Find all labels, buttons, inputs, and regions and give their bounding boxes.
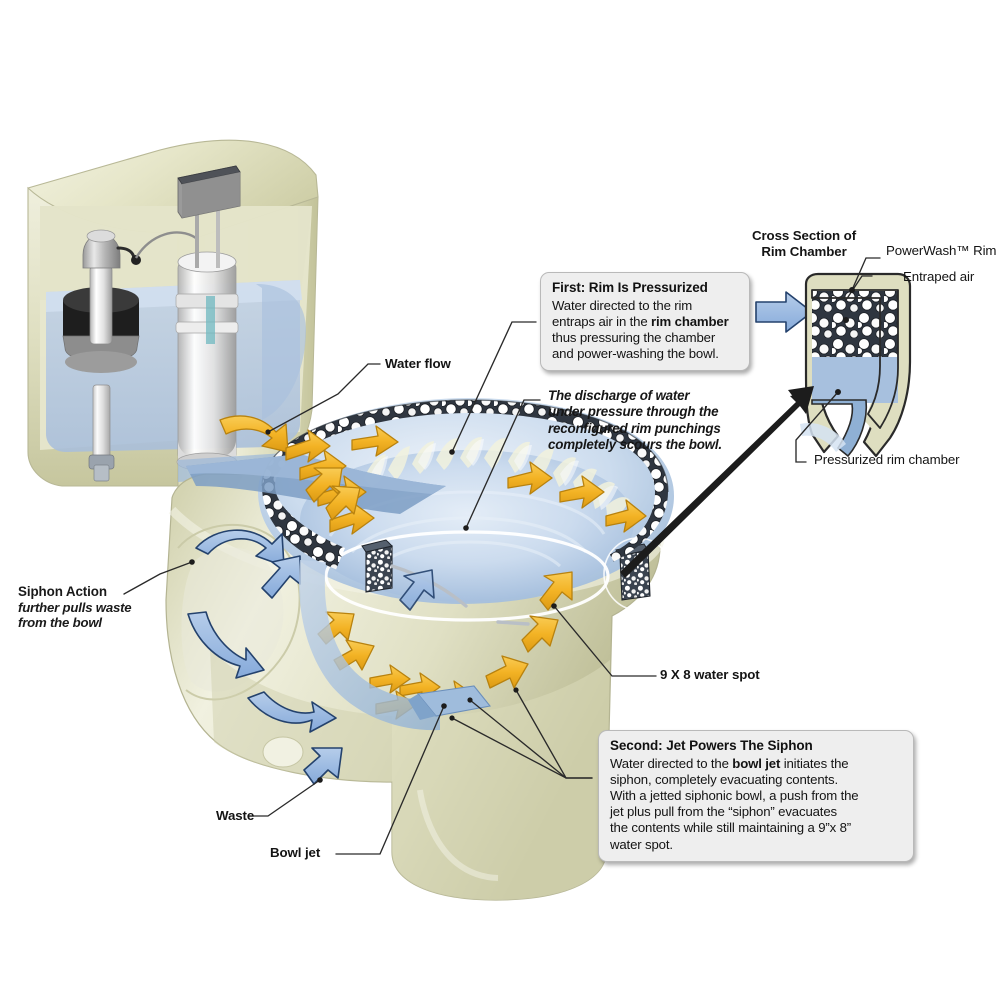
label-powerwash-rim: PowerWash™ Rim: [886, 243, 997, 258]
callout-first-rim-is-pressurized: First: Rim Is Pressurized Water directed…: [540, 272, 750, 372]
label-water-spot: 9 X 8 water spot: [660, 667, 760, 682]
callout-second-line2: siphon, completely evacuating contents.: [610, 771, 839, 787]
label-pressurized-rim-chamber: Pressurized rim chamber: [814, 452, 960, 467]
label-siphon-action-title: Siphon Action: [18, 584, 107, 599]
note-discharge-line4: completely scours the bowl.: [548, 437, 722, 453]
label-siphon-action-line1: further pulls waste: [18, 600, 132, 615]
rim-punch-window-left: [361, 539, 393, 593]
fill-valve-assembly: [62, 229, 197, 482]
callout-first-line1: Water directed to the rim: [552, 297, 693, 313]
label-entraped-air: Entraped air: [903, 269, 975, 284]
callout-second-line4: jet plus pull from the “siphon” evacuate…: [610, 804, 837, 820]
callout-second-jet-powers-the-siphon: Second: Jet Powers The Siphon Water dire…: [598, 730, 914, 862]
leader-line-dots: [189, 287, 855, 783]
callout-second-line3: With a jetted siphonic bowl, a push from…: [610, 787, 859, 803]
callout-first-line2-pre: entraps air in the: [552, 313, 652, 329]
note-discharge-line1: The discharge of water: [548, 388, 690, 403]
note-discharge-line3: reconfigured rim punchings: [548, 420, 721, 436]
callout-first-rim-chamber: rim chamber: [651, 313, 729, 329]
callout-second-line5: the contents while still maintaining a 9…: [610, 820, 852, 836]
trapway-water: [299, 560, 440, 731]
callout-first-heading: First: Rim Is Pressurized: [552, 280, 708, 295]
callout-second-line6: water spot.: [610, 836, 673, 852]
callout-second-heading: Second: Jet Powers The Siphon: [610, 738, 813, 753]
water-spot-outline: [324, 530, 610, 622]
rim-chamber-cross-section: [620, 272, 912, 578]
toilet-tank: [27, 139, 319, 487]
label-cross-section-title: Cross Section of Rim Chamber: [744, 228, 864, 260]
callout-second-bowl-jet: bowl jet: [732, 755, 781, 771]
bowl-jet: [408, 685, 492, 720]
note-discharge-of-water: The discharge of water under pressure th…: [548, 388, 748, 454]
label-cross-section-line1: Cross Section of: [751, 228, 857, 243]
label-cross-section-line2: Rim Chamber: [761, 244, 847, 259]
callout-second-line1-post: initiates the: [780, 755, 849, 771]
callout-first-line4: and power-washing the bowl.: [552, 346, 719, 362]
note-discharge-line2: under pressure through the: [548, 404, 719, 420]
callout-first-line3: thus pressuring the chamber: [552, 329, 716, 345]
callout-first-body: Water directed to the rim entraps air in…: [552, 298, 738, 363]
label-siphon-action-line2: from the bowl: [18, 615, 102, 631]
label-siphon-action: Siphon Action further pulls waste from t…: [18, 584, 148, 631]
label-bowl-jet: Bowl jet: [270, 845, 321, 860]
label-water-flow: Water flow: [385, 356, 451, 371]
label-waste: Waste: [216, 808, 255, 823]
leader-lines: [123, 257, 881, 855]
callout-second-line1-pre: Water directed to the: [610, 755, 733, 771]
callout-second-body: Water directed to the bowl jet initiates…: [610, 756, 902, 853]
